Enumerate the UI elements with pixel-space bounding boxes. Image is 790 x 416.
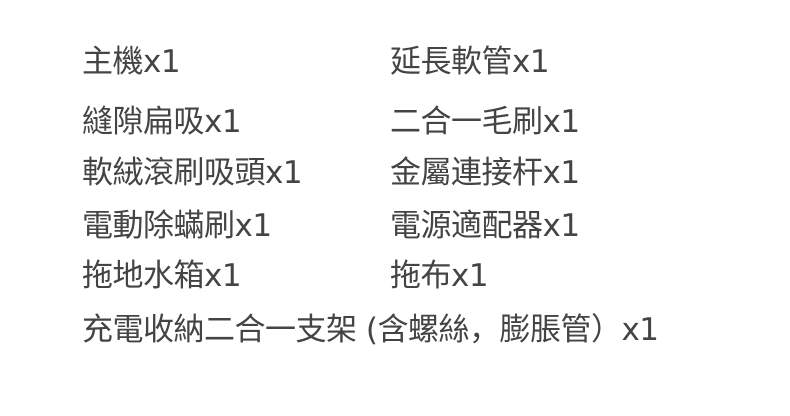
list-item: 金屬連接杆x1 xyxy=(390,155,580,191)
list-item: 延長軟管x1 xyxy=(390,44,550,80)
list-item: 主機x1 xyxy=(82,44,181,80)
list-item: 二合一毛刷x1 xyxy=(390,104,580,140)
list-item: 電源適配器x1 xyxy=(390,208,580,244)
list-item: 電動除蟎刷x1 xyxy=(82,208,272,244)
list-item: 充電收納二合一支架 (含螺絲，膨脹管）x1 xyxy=(82,312,659,348)
list-item: 縫隙扁吸x1 xyxy=(82,104,242,140)
list-item: 拖地水箱x1 xyxy=(82,258,242,294)
list-item: 軟絨滾刷吸頭x1 xyxy=(82,155,303,191)
list-item: 拖布x1 xyxy=(390,258,489,294)
